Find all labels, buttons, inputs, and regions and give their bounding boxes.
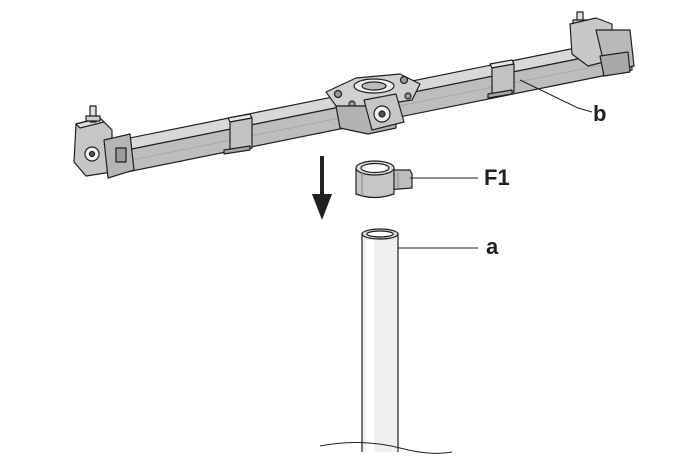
clamp-f1 (355, 160, 413, 199)
right-end-bracket (569, 11, 635, 77)
pole (361, 228, 399, 452)
crossbar (73, 11, 635, 179)
leader-line-b (519, 79, 593, 113)
right-beam-collar (487, 59, 515, 99)
ground-break-line (319, 441, 453, 454)
callout-label-f1: F1 (484, 165, 510, 190)
left-beam-collar (223, 113, 253, 155)
callout-label-a: a (486, 234, 499, 259)
down-arrow-icon (312, 156, 332, 220)
center-hub (325, 73, 421, 135)
callout-label-b: b (593, 101, 607, 126)
left-end-bracket (73, 105, 135, 179)
